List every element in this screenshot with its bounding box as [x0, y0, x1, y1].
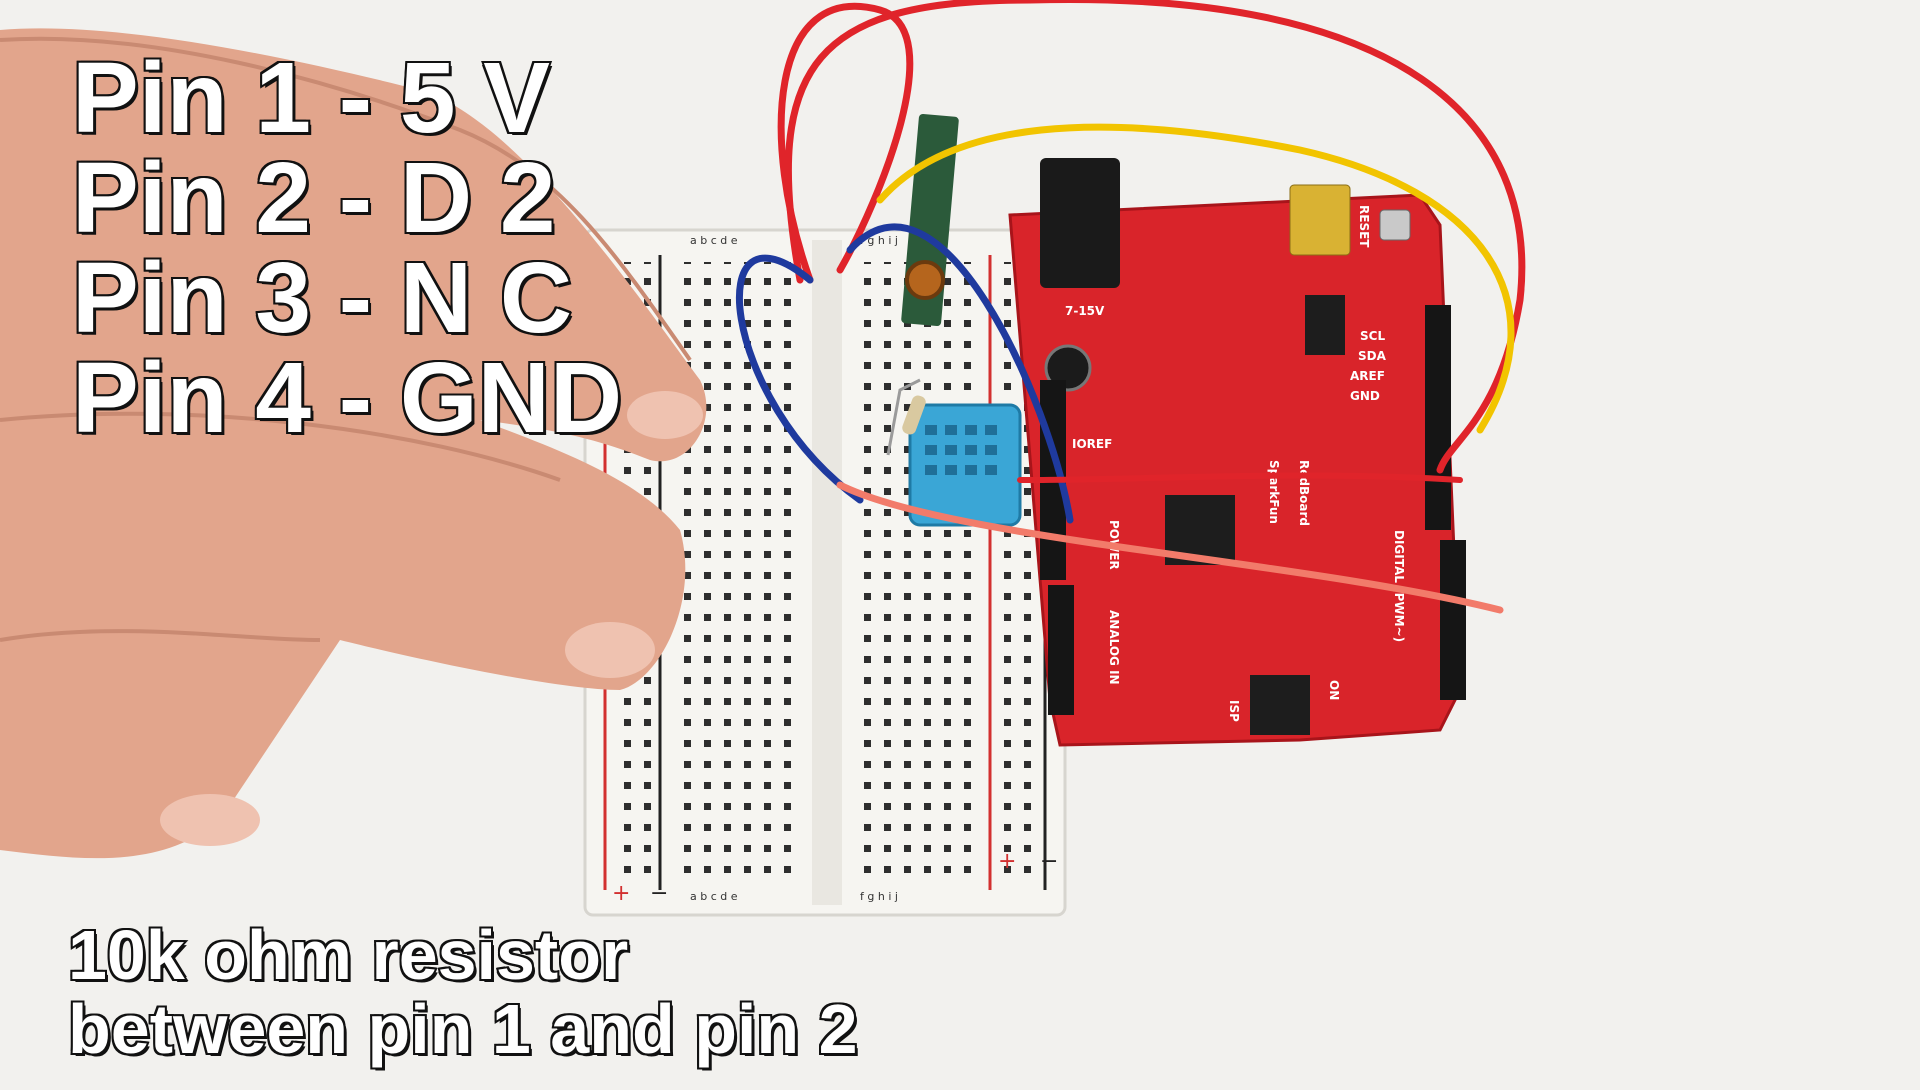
svg-text:RedBoard: RedBoard — [1297, 460, 1311, 526]
hand — [0, 28, 707, 859]
fingernail-2 — [565, 622, 655, 678]
svg-text:SDA: SDA — [1358, 349, 1387, 363]
wire-blue-2 — [846, 223, 1074, 524]
temperature-humidity-sensor — [908, 403, 1022, 527]
pin-3-label: Pin 3 - N C — [70, 242, 574, 354]
svg-text:−: − — [650, 881, 668, 906]
redboard: 7-15V RESET SCL SDA AREF GND IOREF POWER… — [1008, 158, 1466, 747]
svg-text:SparkFun: SparkFun — [1267, 460, 1281, 524]
svg-text:ON: ON — [1327, 680, 1341, 700]
capacitor — [1044, 344, 1092, 392]
breadboard: a b c d e f g h i j a b c d e f g h i j … — [583, 228, 1067, 917]
digital-header-bottom — [1440, 540, 1466, 700]
usb-chip — [1305, 295, 1345, 355]
svg-text:ISP: ISP — [1227, 700, 1241, 722]
wire-red-2 — [784, 0, 1526, 474]
fingernail-1 — [627, 391, 703, 439]
wire-red-3 — [1017, 472, 1463, 483]
jumper-wires — [735, 0, 1526, 614]
resistor — [886, 378, 926, 456]
svg-text:+: + — [612, 881, 630, 906]
usb-port — [1289, 184, 1351, 256]
resistor-caption: 10k ohm resistor between pin 1 and pin 2 — [66, 916, 860, 1068]
svg-text:RESET: RESET — [1357, 205, 1371, 248]
wire-yellow — [876, 123, 1515, 434]
svg-text:GND: GND — [1350, 389, 1380, 403]
wire-red-1 — [777, 2, 914, 284]
fingernail-3 — [160, 794, 260, 846]
digital-header-top — [1425, 305, 1451, 530]
svg-text:+: + — [998, 849, 1016, 874]
svg-text:7-15V: 7-15V — [1065, 304, 1105, 318]
pin-4-label: Pin 4 - GND — [70, 342, 624, 454]
caption-line-2: between pin 1 and pin 2 — [66, 990, 860, 1068]
reset-button — [1379, 209, 1411, 241]
svg-text:IOREF: IOREF — [1072, 437, 1112, 451]
wire-salmon — [836, 481, 1504, 614]
svg-text:SCL: SCL — [1360, 329, 1385, 343]
svg-text:−: − — [1040, 849, 1058, 874]
svg-text:a b c d e: a b c d e — [690, 890, 738, 903]
power-jack — [1040, 158, 1120, 288]
pin-list: Pin 1 - 5 V Pin 2 - D 2 Pin 3 - N C Pin … — [70, 42, 624, 454]
svg-text:f g h i j: f g h i j — [860, 890, 898, 903]
analog-header — [1048, 585, 1074, 715]
caption-line-1: 10k ohm resistor — [66, 916, 630, 994]
isp-header — [1250, 675, 1310, 735]
pin-2-label: Pin 2 - D 2 — [70, 142, 557, 254]
pin-1-label: Pin 1 - 5 V — [70, 42, 552, 154]
svg-text:a b c d e: a b c d e — [690, 234, 738, 247]
wire-blue-1 — [735, 254, 864, 504]
svg-text:ANALOG IN: ANALOG IN — [1107, 610, 1121, 685]
svg-text:AREF: AREF — [1350, 369, 1385, 383]
